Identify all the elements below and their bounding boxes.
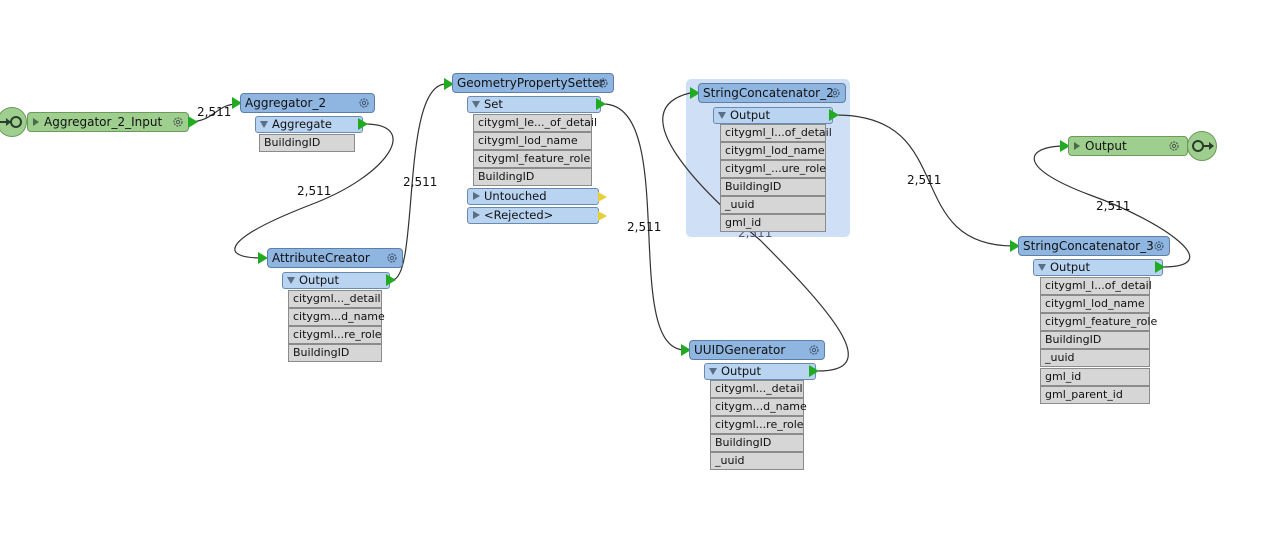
link-count-label: 2,511 <box>907 173 942 187</box>
input-port-arrow-icon[interactable] <box>690 87 700 99</box>
output-arrow-icon[interactable] <box>1155 261 1165 273</box>
gear-icon[interactable] <box>807 343 821 357</box>
expand-triangle-icon[interactable] <box>718 112 726 119</box>
output-port[interactable]: Output <box>713 107 833 124</box>
attribute-row: BuildingID <box>259 134 355 152</box>
link-count-label: 2,511 <box>1096 199 1131 213</box>
attribute-row: gml_parent_id <box>1040 386 1150 404</box>
wire-concat2-concat3 <box>835 114 1015 247</box>
gear-icon[interactable] <box>357 96 371 110</box>
link-count-label: 2,511 <box>297 184 332 198</box>
output-port-set[interactable]: Set <box>467 96 601 113</box>
expand-triangle-icon[interactable] <box>1074 142 1080 150</box>
output-arrow-icon[interactable] <box>596 98 606 110</box>
attribute-row: citygml_...ure_role <box>720 160 826 178</box>
wire-geomsetter-uuid <box>602 103 686 351</box>
attribute-row: citygml_feature_role <box>1040 313 1157 331</box>
attribute-row: citygml...re_role <box>710 416 804 434</box>
link-count-label: 2,511 <box>627 220 662 234</box>
expand-triangle-icon[interactable] <box>472 101 480 108</box>
warning-port-arrow-icon[interactable] <box>598 211 607 221</box>
wire-aggregator-attrcreator <box>234 123 394 259</box>
bookmark-endpoint-icon <box>0 107 27 137</box>
wire-concat3-output <box>1033 145 1191 268</box>
output-arrow-icon[interactable] <box>809 365 819 377</box>
node-title: UUIDGenerator <box>694 343 786 357</box>
output-arrow-icon[interactable] <box>386 274 396 286</box>
link-count-label: 2,511 <box>403 175 438 189</box>
attribute-row: citygm...d_name <box>710 398 807 416</box>
expand-triangle-icon[interactable] <box>473 192 480 200</box>
attribute-row: _uuid <box>720 196 826 214</box>
attribute-row: _uuid <box>710 452 804 470</box>
expand-triangle-icon[interactable] <box>709 368 717 375</box>
attribute-row: citygml_le..._of_detail <box>473 114 597 132</box>
attribute-row: citygml_feature_role <box>473 150 592 168</box>
output-port-untouched[interactable]: Untouched <box>467 188 599 205</box>
output-arrow-icon[interactable] <box>358 118 368 130</box>
node-title: StringConcatenator_2 <box>703 86 834 100</box>
wire-attrcreator-geomsetter <box>391 83 447 281</box>
output-port[interactable]: Output <box>704 363 816 380</box>
output-port[interactable]: Output <box>282 272 390 289</box>
input-port-arrow-icon[interactable] <box>232 97 242 109</box>
input-port-arrow-icon[interactable] <box>444 78 454 90</box>
expand-triangle-icon[interactable] <box>473 211 480 219</box>
expand-triangle-icon[interactable] <box>260 121 268 128</box>
attribute-row: citygm...d_name <box>288 308 385 326</box>
output-port[interactable]: Aggregate <box>255 116 363 133</box>
attribute-row: _uuid <box>1040 349 1150 367</box>
attribute-row: citygml_lod_name <box>1040 295 1150 313</box>
gear-icon[interactable] <box>171 115 185 129</box>
attribute-row: BuildingID <box>288 344 382 362</box>
attribute-row: citygml..._detail <box>288 290 382 308</box>
node-title: GeometryPropertySetter <box>457 76 605 90</box>
attribute-row: gml_id <box>1040 368 1150 386</box>
attribute-row: citygml_lod_name <box>720 142 826 160</box>
attribute-row: BuildingID <box>473 168 592 186</box>
output-port[interactable]: Output <box>1033 259 1163 276</box>
input-port-arrow-icon[interactable] <box>681 344 691 356</box>
output-port-rejected[interactable]: <Rejected> <box>467 207 599 224</box>
link-count-label: 2,511 <box>197 105 232 119</box>
attribute-row: citygml..._detail <box>710 380 804 398</box>
attribute-row: citygml_l...of_detail <box>1040 277 1152 295</box>
warning-port-arrow-icon[interactable] <box>598 192 607 202</box>
gear-icon[interactable] <box>828 86 842 100</box>
gear-icon[interactable] <box>1152 239 1166 253</box>
gear-icon[interactable] <box>1167 139 1181 153</box>
expand-triangle-icon[interactable] <box>1038 264 1046 271</box>
gear-icon[interactable] <box>596 76 610 90</box>
wire-uuid-concat2 <box>662 92 849 372</box>
output-arrow-icon[interactable] <box>188 116 198 128</box>
attribute-row: citygml_lod_name <box>473 132 592 150</box>
gear-icon[interactable] <box>385 251 399 265</box>
input-port-arrow-icon[interactable] <box>1010 240 1020 252</box>
expand-triangle-icon[interactable] <box>33 118 39 126</box>
input-port-arrow-icon[interactable] <box>1060 140 1070 152</box>
attribute-row: BuildingID <box>720 178 826 196</box>
attribute-row: BuildingID <box>1040 331 1150 349</box>
attribute-row: BuildingID <box>710 434 804 452</box>
node-title: AttributeCreator <box>272 251 370 265</box>
attribute-row: citygml...re_role <box>288 326 382 344</box>
node-title: Aggregator_2_Input <box>44 115 163 129</box>
input-port-arrow-icon[interactable] <box>258 252 268 264</box>
output-arrow-icon[interactable] <box>829 109 839 121</box>
node-title: Output <box>1085 139 1127 153</box>
node-title: StringConcatenator_3 <box>1023 239 1154 253</box>
expand-triangle-icon[interactable] <box>287 277 295 284</box>
attribute-row: gml_id <box>720 214 826 232</box>
node-title: Aggregator_2 <box>245 96 327 110</box>
bookmark-endpoint-icon <box>1187 131 1217 161</box>
attribute-row: citygml_l...of_detail <box>720 124 832 142</box>
